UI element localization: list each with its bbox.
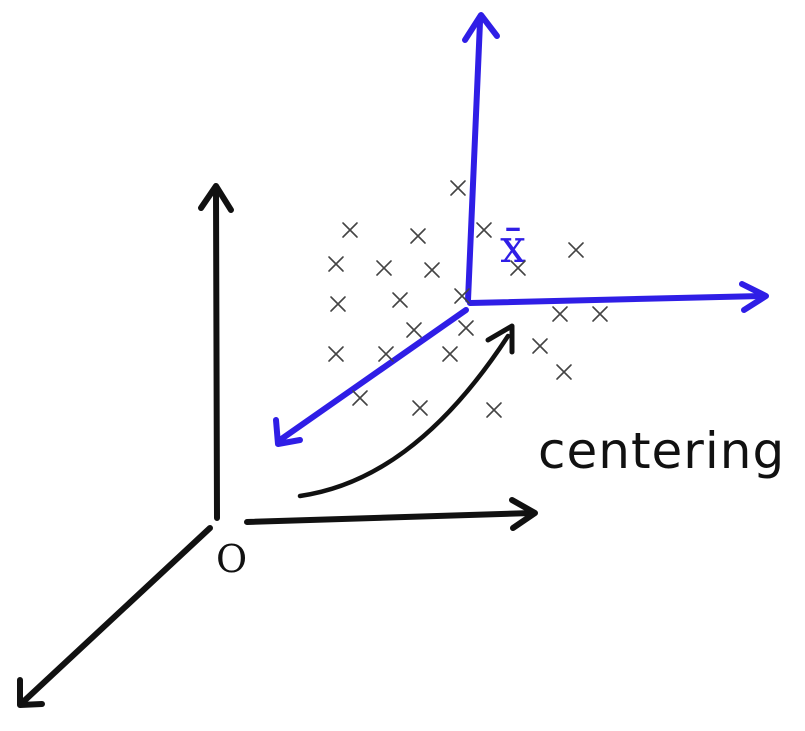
- data-point: [406, 322, 422, 338]
- data-point: [328, 346, 344, 362]
- data-point: [458, 320, 474, 336]
- data-point: [556, 364, 572, 380]
- data-point: [568, 242, 584, 258]
- original-axis-vertical-arrowhead: [198, 183, 234, 213]
- data-point: [450, 180, 466, 196]
- centered-axis-vertical: [465, 19, 483, 303]
- centering-arrow-curve: [297, 333, 511, 499]
- data-point: [392, 292, 408, 308]
- centering-caption: centering: [538, 422, 785, 480]
- centered-axis-depth: [277, 307, 469, 443]
- data-point-cloud: [328, 180, 608, 418]
- centered-axis-depth-arrowhead: [273, 417, 303, 447]
- centered-axis-horizontal: [467, 293, 765, 306]
- data-point: [424, 262, 440, 278]
- data-point: [410, 228, 426, 244]
- data-point: [510, 260, 526, 276]
- original-axis-horizontal: [244, 510, 535, 525]
- data-point: [454, 288, 470, 304]
- data-point: [592, 306, 608, 322]
- centered-axis-horizontal-arrowhead: [739, 281, 769, 313]
- centered-axis-vertical-arrowhead: [462, 12, 500, 43]
- data-point: [476, 222, 492, 238]
- centering-arrow: [297, 323, 515, 499]
- data-point: [412, 400, 428, 416]
- data-point: [442, 346, 458, 362]
- data-point: [352, 390, 368, 406]
- centering-arrow-head: [485, 323, 515, 355]
- original-axes: O: [17, 183, 538, 708]
- origin-label: O: [216, 537, 247, 581]
- data-point: [342, 222, 358, 238]
- data-point: [330, 296, 346, 312]
- data-point: [328, 256, 344, 272]
- original-axis-depth: [20, 525, 213, 705]
- original-axis-depth-arrowhead: [17, 677, 45, 708]
- data-point: [376, 260, 392, 276]
- original-axis-vertical: [213, 187, 220, 521]
- data-point: [552, 306, 568, 322]
- data-point: [532, 338, 548, 354]
- data-point: [378, 346, 394, 362]
- data-point: [486, 402, 502, 418]
- original-axis-horizontal-arrowhead: [509, 497, 538, 531]
- centered-axes: x̄: [273, 12, 769, 447]
